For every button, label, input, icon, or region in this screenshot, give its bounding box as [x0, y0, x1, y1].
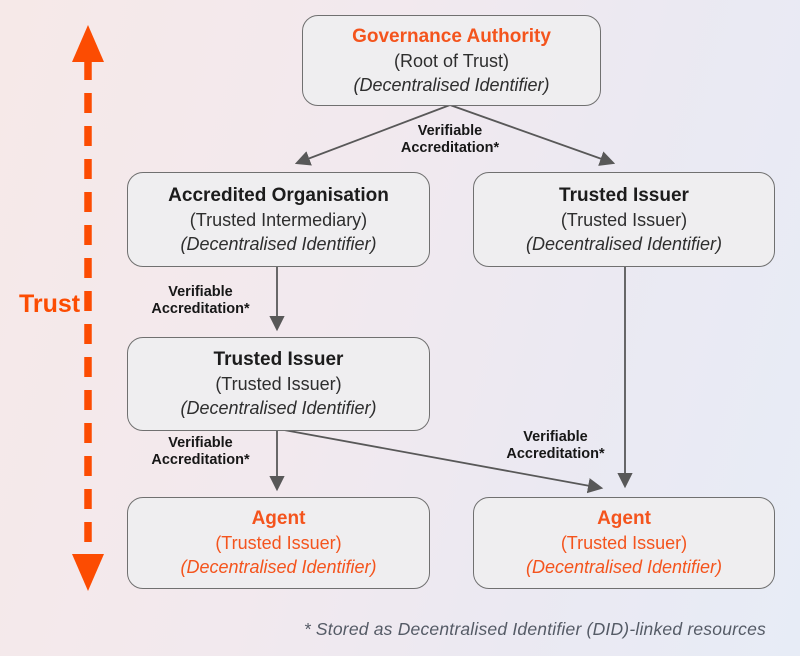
- trust-arrowhead-up: [72, 25, 104, 62]
- node-title: Governance Authority: [352, 25, 551, 47]
- node-title: Agent: [597, 508, 651, 529]
- footnote: * Stored as Decentralised Identifier (DI…: [303, 619, 766, 639]
- node-identifier: (Decentralised Identifier): [180, 398, 377, 418]
- edge-label-line2: Accreditation*: [506, 446, 605, 462]
- edge-label-line2: Accreditation*: [151, 301, 250, 317]
- node-title: Trusted Issuer: [559, 184, 689, 206]
- edge-trusted-issuer-left-to-agent-right: [283, 429, 604, 494]
- node-identifier: (Decentralised Identifier): [180, 557, 377, 577]
- edge-label-line1: Verifiable: [417, 123, 483, 139]
- node-trusted-issuer-right: Trusted Issuer (Trusted Issuer) (Decentr…: [473, 172, 775, 267]
- node-agent-left: Agent (Trusted Issuer) (Decentralised Id…: [127, 497, 430, 589]
- edge-label-line1: Verifiable: [523, 429, 588, 445]
- node-governance-authority: Governance Authority (Root of Trust) (De…: [302, 15, 601, 106]
- node-title: Trusted Issuer: [213, 349, 344, 370]
- node-subtitle: (Trusted Issuer): [215, 533, 342, 553]
- node-agent-right: Agent (Trusted Issuer) (Decentralised Id…: [473, 497, 775, 589]
- edge-label-verifiable-accreditation-mid-left: Verifiable Accreditation*: [138, 284, 263, 318]
- node-identifier: (Decentralised Identifier): [353, 74, 550, 95]
- node-title: Agent: [251, 508, 306, 529]
- node-identifier: (Decentralised Identifier): [525, 233, 723, 254]
- node-accredited-organisation: Accredited Organisation (Trusted Interme…: [127, 172, 430, 267]
- trust-axis-label: Trust: [19, 290, 81, 318]
- edge-label-line2: Accreditation*: [400, 140, 500, 156]
- node-subtitle: (Trusted Issuer): [560, 533, 688, 553]
- trust-arrowhead-down: [72, 554, 104, 591]
- edge-label-line1: Verifiable: [168, 284, 233, 300]
- node-title: Accredited Organisation: [168, 184, 389, 206]
- node-subtitle: (Root of Trust): [393, 50, 510, 71]
- node-identifier: (Decentralised Identifier): [180, 233, 377, 254]
- edge-label-verifiable-accreditation-low-left: Verifiable Accreditation*: [138, 435, 263, 469]
- node-subtitle: (Trusted Issuer): [215, 374, 342, 394]
- edge-ga-to-accredited-org: [294, 104, 451, 166]
- edge-label-line1: Verifiable: [168, 435, 233, 451]
- node-subtitle: (Trusted Issuer): [560, 209, 688, 230]
- trust-axis-arrow: [72, 25, 104, 591]
- edge-label-verifiable-accreditation-low-right: Verifiable Accreditation*: [488, 429, 623, 463]
- edge-label-line2: Accreditation*: [151, 452, 250, 468]
- edge-label-verifiable-accreditation-top: Verifiable Accreditation*: [365, 123, 535, 157]
- node-subtitle: (Trusted Intermediary): [189, 209, 368, 230]
- node-trusted-issuer-left: Trusted Issuer (Trusted Issuer) (Decentr…: [127, 337, 430, 431]
- node-identifier: (Decentralised Identifier): [525, 557, 723, 577]
- edge-ga-to-trusted-issuer-right: [449, 104, 616, 166]
